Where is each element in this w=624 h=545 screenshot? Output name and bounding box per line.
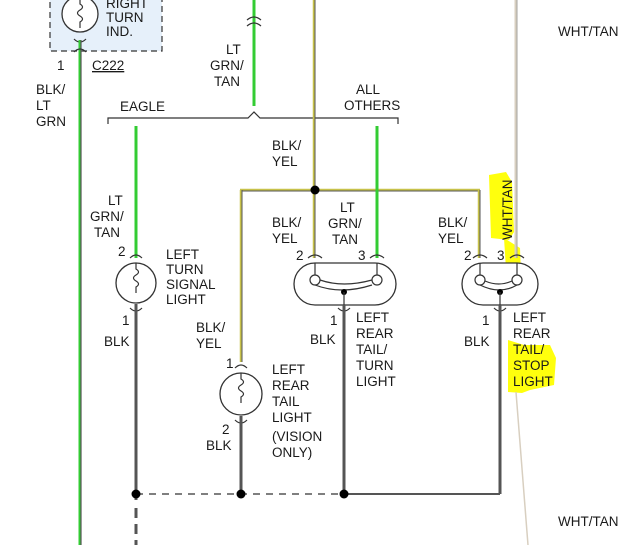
- tail-stop-pin-3: 3: [497, 248, 505, 263]
- tail-pin-2: 2: [222, 422, 230, 437]
- tail-stop-name-2: REAR: [513, 326, 551, 341]
- tail-turn-pin-2: 2: [296, 248, 304, 263]
- blk-lt-grn-label-1: BLK/: [36, 82, 66, 97]
- turn-signal-pin-1: 1: [122, 313, 130, 328]
- tail-stop-name-1: LEFT: [513, 310, 546, 325]
- tail-turn-name-1: LEFT: [356, 310, 389, 325]
- lt-grn-tan-top-wire: LT GRN/ TAN: [210, 0, 262, 106]
- blk-yel-tail-label-1: BLK/: [196, 320, 226, 335]
- lt-grn-tan-mid-label-1: LT: [340, 200, 355, 215]
- turn-signal-name-1: LEFT: [166, 247, 199, 262]
- tail-stop-pin-2: 2: [464, 248, 472, 263]
- wht-tan-top-label: WHT/TAN: [558, 24, 619, 39]
- lt-grn-tan-top-label-1: LT: [226, 42, 241, 57]
- tail-name-4: LIGHT: [272, 410, 312, 425]
- blk-yel-tail-label-2: YEL: [196, 336, 222, 351]
- tail-name-6: ONLY): [272, 445, 312, 460]
- tail-name-1: LEFT: [272, 362, 305, 377]
- lt-grn-tan-left-label-1: LT: [108, 193, 123, 208]
- blk-yel-right-label-1: BLK/: [438, 215, 468, 230]
- tail-turn-pin-1: 1: [330, 313, 338, 328]
- ground-bus: [131, 489, 500, 545]
- tail-turn-name-4: TURN: [356, 358, 394, 373]
- tail-name-3: TAIL: [272, 394, 300, 409]
- right-turn-ind-label-3: IND.: [106, 24, 133, 39]
- pin-1-label: 1: [57, 58, 65, 73]
- lt-grn-tan-mid-label-2: GRN/: [328, 216, 362, 231]
- wht-tan-bottom-label: WHT/TAN: [558, 514, 619, 529]
- tail-blk-label: BLK: [206, 438, 232, 453]
- blk-yel-top-label-2: YEL: [272, 154, 298, 169]
- tail-turn-pin-3: 3: [358, 248, 366, 263]
- tail-turn-name-2: REAR: [356, 326, 394, 341]
- splice-dot: [310, 185, 320, 195]
- tail-stop-name-4: STOP: [513, 358, 550, 373]
- blk-yel-right-label-2: YEL: [438, 231, 464, 246]
- tail-turn-name-3: TAIL/: [356, 342, 388, 357]
- blk-yel-top-label-1: BLK/: [272, 138, 302, 153]
- tail-name-2: REAR: [272, 378, 310, 393]
- blk-yel-mid-label-2: YEL: [272, 231, 298, 246]
- tail-turn-name-5: LIGHT: [356, 374, 396, 389]
- right-turn-ind-label-2: TURN: [106, 10, 144, 25]
- tail-name-5: (VISION: [272, 429, 322, 444]
- wht-tan-vertical-label: WHT/TAN: [500, 180, 515, 241]
- turn-signal-pin-2: 2: [118, 244, 126, 259]
- blk-lt-grn-wire: 1 C222 BLK/ LT GRN: [36, 40, 124, 545]
- blk-yel-mid-label-1: BLK/: [272, 215, 302, 230]
- tail-stop-name-5: LIGHT: [513, 374, 553, 389]
- all-others-label-1: ALL: [356, 82, 381, 97]
- left-turn-signal-light: 2 1 BLK LEFT TURN SIGNAL LIGHT: [104, 244, 216, 500]
- lt-grn-tan-top-label-2: GRN/: [210, 58, 244, 73]
- left-rear-tail-turn-light: BLK/ YEL LT GRN/ TAN 2 3 1 BLK LEFT REAR…: [272, 200, 397, 494]
- lt-grn-tan-mid-label-3: TAN: [332, 232, 358, 247]
- tail-stop-blk-label: BLK: [464, 334, 490, 349]
- turn-signal-blk-label: BLK: [104, 334, 130, 349]
- all-others-label-2: OTHERS: [344, 98, 400, 113]
- tail-stop-name-3: TAIL/: [513, 342, 545, 357]
- option-bracket: EAGLE ALL OTHERS: [107, 82, 400, 124]
- tail-turn-blk-label: BLK: [310, 332, 336, 347]
- tail-stop-pin-1: 1: [482, 313, 490, 328]
- left-rear-tail-stop-light: BLK/ YEL 2 3 1 BLK LEFT REAR TAIL/ STOP …: [438, 215, 553, 494]
- wht-tan-wire: WHT/TAN WHT/TAN WHT/TAN: [500, 0, 619, 545]
- tail-pin-1: 1: [226, 356, 234, 371]
- eagle-label: EAGLE: [120, 99, 165, 114]
- blk-yel-feed: BLK/ YEL: [239, 0, 481, 362]
- turn-signal-name-4: LIGHT: [166, 292, 206, 307]
- lt-grn-tan-left-label-3: TAN: [94, 225, 120, 240]
- right-turn-ind-label-1: RIGHT: [106, 0, 148, 11]
- lt-grn-tan-left-label-2: GRN/: [90, 209, 124, 224]
- turn-signal-name-2: TURN: [166, 262, 204, 277]
- left-rear-tail-light-vision: BLK/ YEL 1 2 BLK LEFT REAR TAIL LIGHT (V…: [196, 320, 322, 494]
- connector-c222: C222: [92, 58, 124, 73]
- right-turn-indicator-box: RIGHT TURN IND.: [49, 0, 163, 52]
- blk-lt-grn-label-2: LT: [36, 98, 51, 113]
- turn-signal-name-3: SIGNAL: [166, 277, 216, 292]
- lt-grn-tan-top-label-3: TAN: [214, 74, 240, 89]
- eagle-turn-signal-feed: LT GRN/ TAN: [90, 126, 138, 258]
- blk-lt-grn-label-3: GRN: [36, 114, 66, 129]
